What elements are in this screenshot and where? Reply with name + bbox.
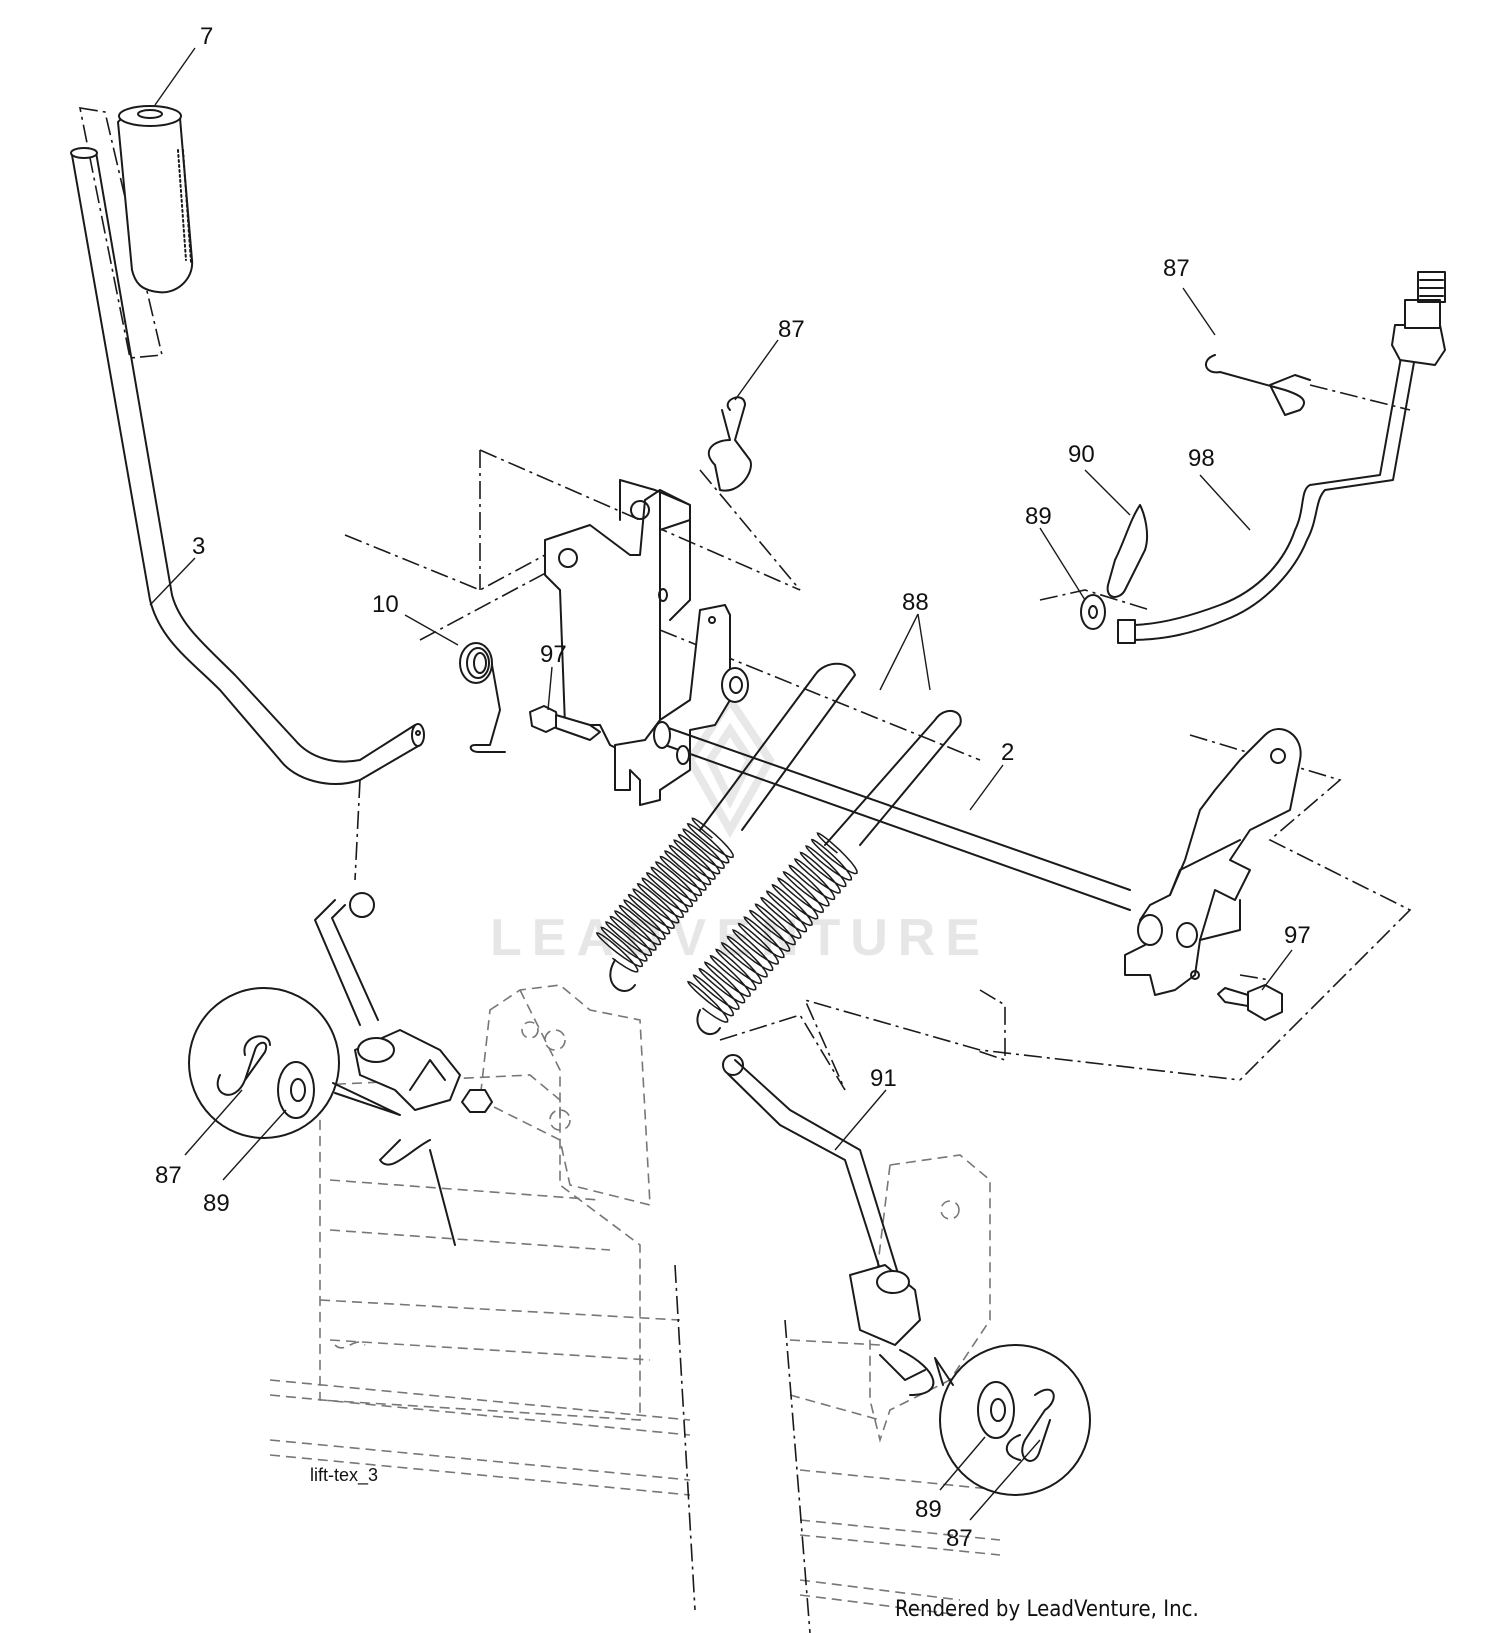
part-7-handle-grip: [117, 105, 194, 294]
callout-87-right: 87: [1163, 255, 1190, 282]
detail-circle-left: [188, 987, 401, 1139]
pivot-bracket: [544, 479, 749, 806]
part-88-spring-right: [686, 710, 962, 1035]
callout-98: 98: [1188, 445, 1215, 472]
leader-lines: [149, 47, 1293, 1521]
callout-87-top: 87: [778, 316, 805, 343]
part-98-lift-link: [1117, 271, 1446, 644]
callout-87-detail-left: 87: [155, 1162, 182, 1189]
centerline-left-vertical: [674, 1264, 696, 1611]
part-3-lift-handle: [70, 147, 425, 785]
callout-89-detail-right: 89: [915, 1496, 942, 1523]
callout-10: 10: [372, 591, 399, 618]
right-lift-arm: [1124, 728, 1302, 996]
callout-labels: 7 87 87 3 10 97 88 90 98 89 2 97 91 87 8…: [155, 23, 1311, 1552]
callout-87-detail-right: 87: [946, 1525, 973, 1552]
callout-88: 88: [902, 589, 929, 616]
part-97-bolt-left: [529, 705, 601, 741]
detail-circle-right: [934, 1344, 1091, 1496]
callout-91: 91: [870, 1065, 897, 1092]
callout-97-right: 97: [1284, 922, 1311, 949]
callout-90: 90: [1068, 441, 1095, 468]
callout-97-left: 97: [540, 641, 567, 668]
callout-2: 2: [1001, 739, 1014, 766]
callout-89-upper: 89: [1025, 503, 1052, 530]
part-91-right-lift-link: [722, 1054, 935, 1396]
left-lift-link: [314, 892, 493, 1246]
part-87-hairpin-clip-top: [707, 396, 752, 492]
callout-89-detail-left: 89: [203, 1190, 230, 1217]
part-87-hairpin-clip-right: [1205, 354, 1311, 416]
part-88-spring-left: [595, 662, 856, 992]
render-credit: Rendered by LeadVenture, Inc.: [895, 1597, 1199, 1622]
callout-7: 7: [200, 23, 213, 50]
part-89-washer-upper: [1080, 594, 1106, 630]
callout-3: 3: [192, 533, 205, 560]
deck-outline-left: [269, 984, 691, 1496]
part-10-torsion-spring: [459, 642, 506, 753]
part-97-bolt-right: [1217, 984, 1283, 1021]
centerline-right-vertical: [784, 1319, 811, 1633]
part-90-hairpin-clip: [1106, 504, 1149, 598]
drawing-id: lift-tex_3: [310, 1465, 378, 1486]
